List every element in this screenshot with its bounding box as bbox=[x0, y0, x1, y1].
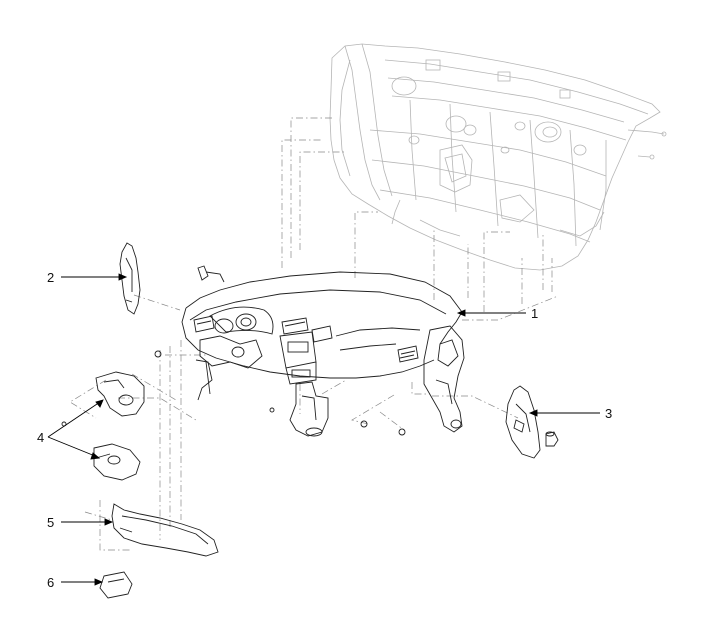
callout-4: 4 bbox=[37, 430, 45, 445]
leader-lines bbox=[47, 273, 600, 586]
callout-5: 5 bbox=[47, 515, 55, 530]
callout-6: 6 bbox=[47, 575, 55, 590]
assembly-guide-lines bbox=[69, 117, 559, 551]
callout-2: 2 bbox=[47, 270, 55, 285]
callout-3: 3 bbox=[605, 406, 613, 421]
body-shell-cowl bbox=[329, 43, 667, 271]
part-4-column-shroud-upper bbox=[95, 371, 145, 417]
part-4-column-shroud-lower bbox=[93, 443, 141, 481]
crash-pad-assembly bbox=[61, 265, 465, 437]
part-6-small-cover bbox=[99, 571, 133, 599]
part-5-lower-panel bbox=[111, 503, 219, 557]
callout-1: 1 bbox=[531, 306, 539, 321]
part-2-side-trim bbox=[119, 242, 141, 315]
part-3-side-cover bbox=[505, 385, 559, 459]
